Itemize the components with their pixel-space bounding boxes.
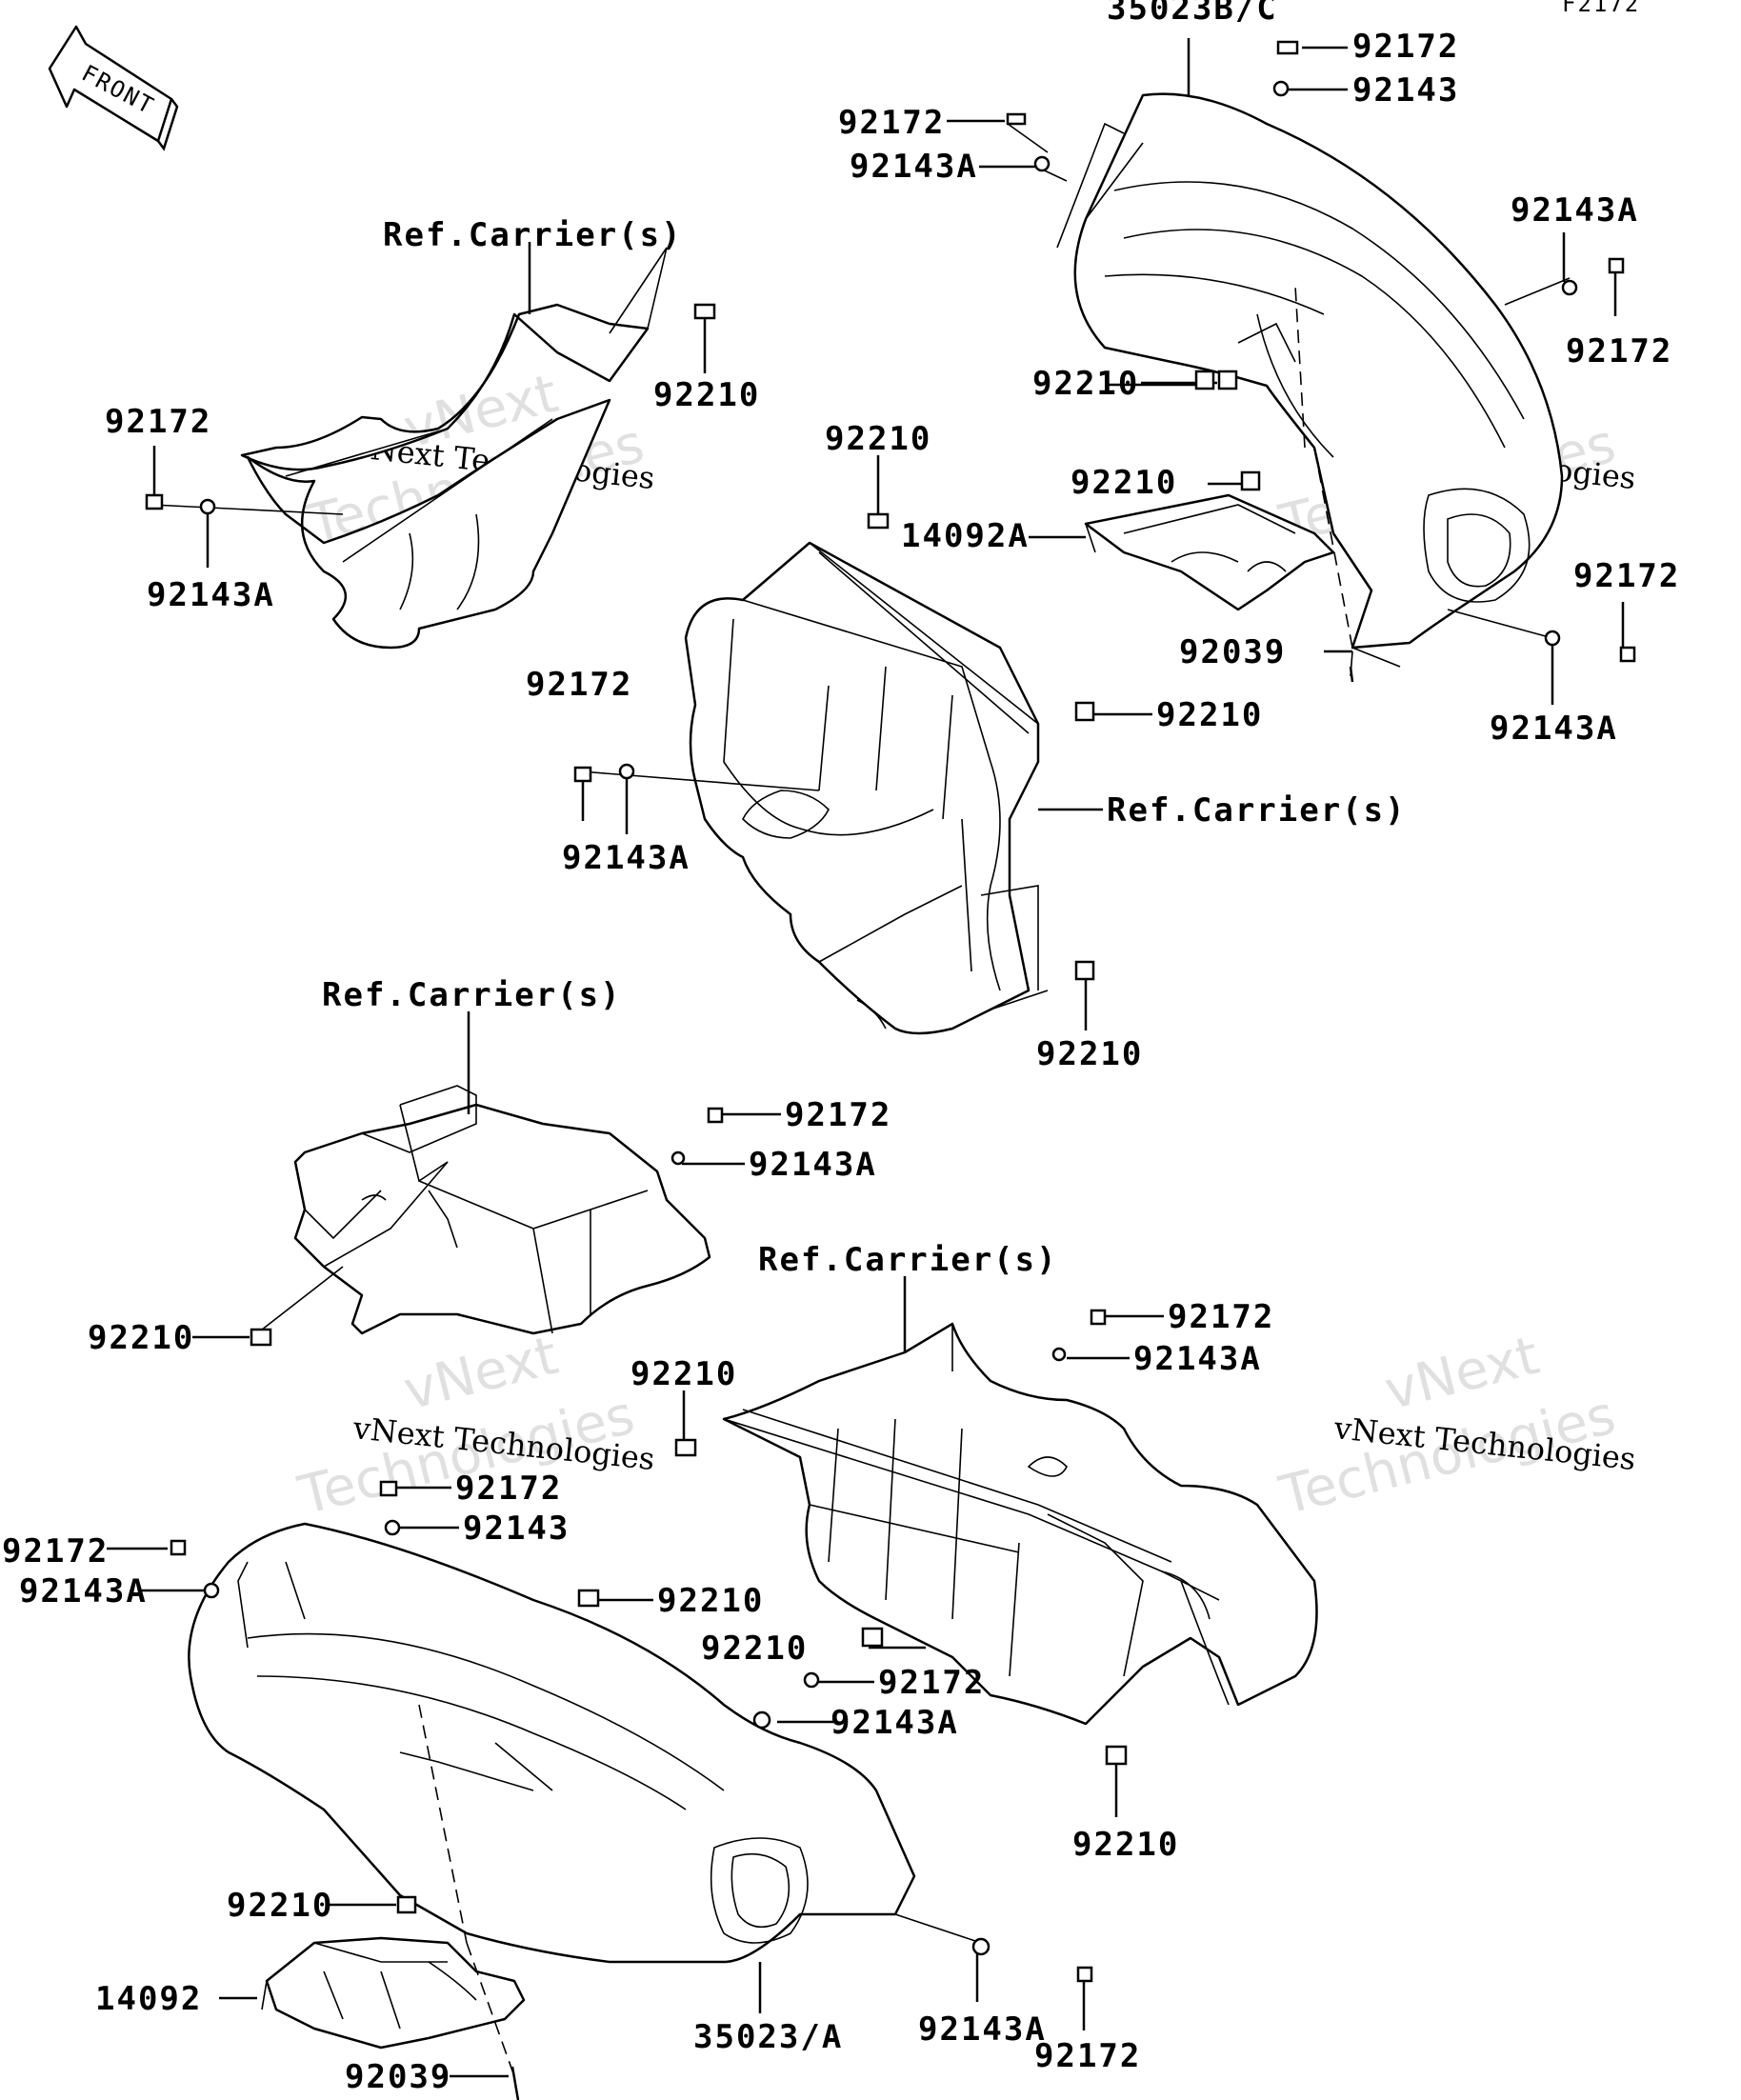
watermark-right-bottom: vNext Technologies vNext Technologies <box>1273 1325 1638 1528</box>
label-92210: 92210 <box>1036 1035 1143 1073</box>
bolt-icon <box>707 1107 724 1124</box>
label-ref-carrier: Ref.Carrier(s) <box>383 216 683 254</box>
fender-35023bc <box>1056 92 1564 668</box>
label-35023a: 35023/A <box>693 2018 843 2056</box>
label-92172: 92172 <box>838 104 945 142</box>
washer-icon <box>384 1519 401 1536</box>
plate-14092 <box>261 1936 526 2050</box>
bolt-icon <box>1608 257 1625 274</box>
label-92039: 92039 <box>345 2058 451 2096</box>
washer-icon <box>971 1937 991 1956</box>
bolt-icon <box>170 1539 187 1556</box>
washer-icon <box>1544 630 1561 647</box>
plate-14092a <box>1084 493 1335 611</box>
washer-icon <box>670 1150 686 1166</box>
clip-nut-icon <box>1217 370 1238 390</box>
clip-nut-icon <box>1074 960 1095 981</box>
label-92210: 92210 <box>1032 365 1139 403</box>
label-92172: 92172 <box>785 1096 891 1134</box>
label-92143a: 92143A <box>19 1572 148 1610</box>
washer-icon <box>1051 1347 1067 1362</box>
label-92210: 92210 <box>88 1319 194 1357</box>
washer-icon <box>1033 155 1051 172</box>
label-92172: 92172 <box>1034 2037 1141 2075</box>
clip-nut-icon <box>861 1627 884 1648</box>
clip-nut-icon <box>867 512 890 530</box>
label-92210: 92210 <box>227 1887 333 1925</box>
label-92172: 92172 <box>1573 557 1680 595</box>
carrier-mid-left <box>293 1085 711 1335</box>
fasteners <box>145 40 1636 2100</box>
label-92172: 92172 <box>878 1664 985 1702</box>
label-92172: 92172 <box>1566 332 1672 370</box>
label-92143a: 92143A <box>147 576 275 614</box>
label-92143: 92143 <box>463 1510 570 1548</box>
bolt-icon <box>573 766 592 783</box>
label-92143a: 92143A <box>1511 191 1639 230</box>
bolt-icon <box>379 1480 398 1497</box>
label-92210: 92210 <box>1071 464 1177 502</box>
label-14092: 14092 <box>95 1980 202 2018</box>
label-92172: 92172 <box>526 666 632 704</box>
bolt-icon <box>1006 112 1027 126</box>
label-35023bc: 35023B/C <box>1107 0 1278 28</box>
bolt-icon <box>145 493 164 510</box>
carrier-center <box>684 541 1049 1035</box>
part-labels: 35023B/C 92172 92143 92172 92143A 92143A… <box>2 0 1680 2096</box>
label-ref-carrier: Ref.Carrier(s) <box>322 976 622 1014</box>
clip-nut-icon <box>250 1328 272 1347</box>
label-92172: 92172 <box>105 403 211 441</box>
clip-nut-icon <box>674 1438 697 1457</box>
washer-icon <box>203 1582 220 1599</box>
washer-icon <box>752 1710 771 1730</box>
washer-icon <box>618 763 635 780</box>
label-14092a: 14092A <box>901 517 1030 555</box>
label-92039: 92039 <box>1179 633 1286 671</box>
front-arrow-icon: FRONT <box>48 25 179 151</box>
label-92143a: 92143A <box>749 1146 877 1184</box>
label-92143a: 92143A <box>1490 710 1618 748</box>
figure-code: F2172 <box>1562 0 1640 17</box>
label-92143a: 92143A <box>918 2010 1047 2049</box>
clip-nut-icon <box>396 1895 417 1914</box>
label-92143a: 92143A <box>830 1704 959 1742</box>
label-ref-carrier: Ref.Carrier(s) <box>758 1241 1058 1279</box>
label-92210: 92210 <box>701 1630 808 1668</box>
clip-nut-icon <box>693 303 716 320</box>
clip-nut-icon <box>577 1589 600 1608</box>
label-92172: 92172 <box>1352 28 1459 66</box>
label-92172: 92172 <box>455 1470 562 1508</box>
label-92143a: 92143A <box>1133 1340 1262 1378</box>
clip-nut-icon <box>1240 470 1261 491</box>
label-92210: 92210 <box>653 376 760 414</box>
washer-icon <box>199 498 216 515</box>
bolt-icon <box>1090 1309 1107 1326</box>
leader-lines <box>107 38 1625 2078</box>
bolt-icon <box>1276 40 1299 55</box>
label-92210: 92210 <box>630 1355 737 1393</box>
label-ref-carrier: Ref.Carrier(s) <box>1107 791 1407 830</box>
label-92210: 92210 <box>1156 696 1263 734</box>
clip-nut-icon <box>1194 370 1215 390</box>
label-92172: 92172 <box>2 1532 109 1570</box>
label-92210: 92210 <box>657 1582 764 1620</box>
bolt-icon <box>1076 1966 1093 1983</box>
washer-icon <box>1561 279 1578 296</box>
label-92210: 92210 <box>825 420 931 458</box>
label-92143: 92143 <box>1352 71 1459 110</box>
clip-nut-icon <box>1074 701 1095 722</box>
label-92210: 92210 <box>1072 1826 1179 1864</box>
washer-icon <box>1272 80 1290 97</box>
clip-nut-icon <box>1105 1745 1128 1766</box>
carrier-bottom-right <box>722 1322 1318 1726</box>
bolt-icon <box>1619 646 1636 663</box>
label-92143a: 92143A <box>562 839 690 877</box>
label-92172: 92172 <box>1168 1298 1274 1336</box>
label-92143a: 92143A <box>850 148 978 186</box>
washer-icon <box>803 1671 820 1689</box>
fender-35023a <box>188 1522 916 1964</box>
